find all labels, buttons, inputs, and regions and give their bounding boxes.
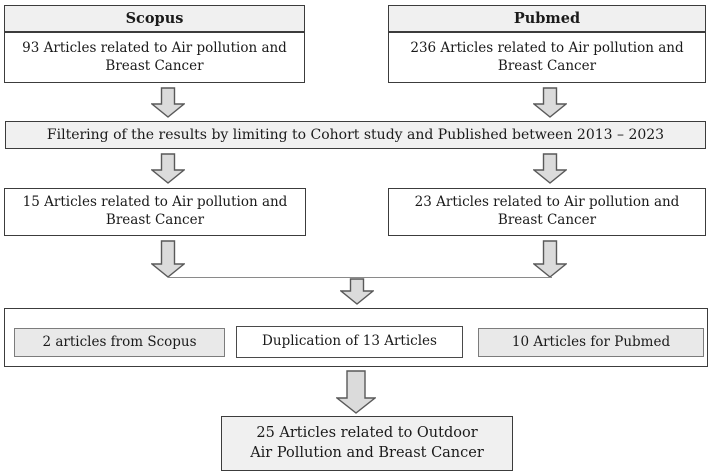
pubmed-unique-box: 10 Articles for Pubmed bbox=[478, 328, 704, 357]
scopus-unique-box: 2 articles from Scopus bbox=[14, 328, 225, 357]
scopus-filtered-count-text: 15 Articles related to Air pollution and… bbox=[22, 194, 288, 228]
scopus-initial-count-text: 93 Articles related to Air pollution and… bbox=[22, 39, 287, 74]
down-arrow-icon bbox=[340, 278, 374, 305]
down-arrow-icon bbox=[151, 87, 185, 118]
pubmed-filtered-count-text: 23 Articles related to Air pollution and… bbox=[414, 194, 680, 228]
filter-step-text: Filtering of the results by limiting to … bbox=[46, 126, 665, 143]
pubmed-filtered-count-box: 23 Articles related to Air pollution and… bbox=[388, 188, 706, 236]
pubmed-header-box: Pubmed bbox=[388, 5, 706, 32]
down-arrow-icon bbox=[533, 87, 567, 118]
pubmed-header-label: Pubmed bbox=[513, 9, 581, 27]
down-arrow-icon bbox=[533, 153, 567, 184]
down-arrow-icon bbox=[151, 153, 185, 184]
pubmed-initial-count-box: 236 Articles related to Air pollution an… bbox=[388, 32, 706, 83]
merge-container-box: 2 articles from Scopus Duplication of 13… bbox=[4, 308, 708, 367]
scopus-header-box: Scopus bbox=[4, 5, 305, 32]
pubmed-initial-count-text: 236 Articles related to Air pollution an… bbox=[410, 39, 684, 74]
down-arrow-icon bbox=[533, 240, 567, 278]
result-box: 25 Articles related to Outdoor Air Pollu… bbox=[221, 416, 513, 471]
scopus-unique-text: 2 articles from Scopus bbox=[42, 333, 197, 350]
scopus-filtered-count-box: 15 Articles related to Air pollution and… bbox=[4, 188, 306, 236]
connector-line bbox=[168, 277, 552, 278]
duplicates-text: Duplication of 13 Articles bbox=[262, 333, 437, 350]
duplicates-box: Duplication of 13 Articles bbox=[236, 326, 463, 358]
pubmed-unique-text: 10 Articles for Pubmed bbox=[511, 333, 671, 350]
scopus-header-label: Scopus bbox=[125, 9, 184, 27]
scopus-initial-count-box: 93 Articles related to Air pollution and… bbox=[4, 32, 305, 83]
down-arrow-icon bbox=[336, 370, 376, 414]
filter-step-box: Filtering of the results by limiting to … bbox=[5, 121, 706, 149]
result-text: 25 Articles related to Outdoor Air Pollu… bbox=[250, 425, 484, 461]
down-arrow-icon bbox=[151, 240, 185, 278]
